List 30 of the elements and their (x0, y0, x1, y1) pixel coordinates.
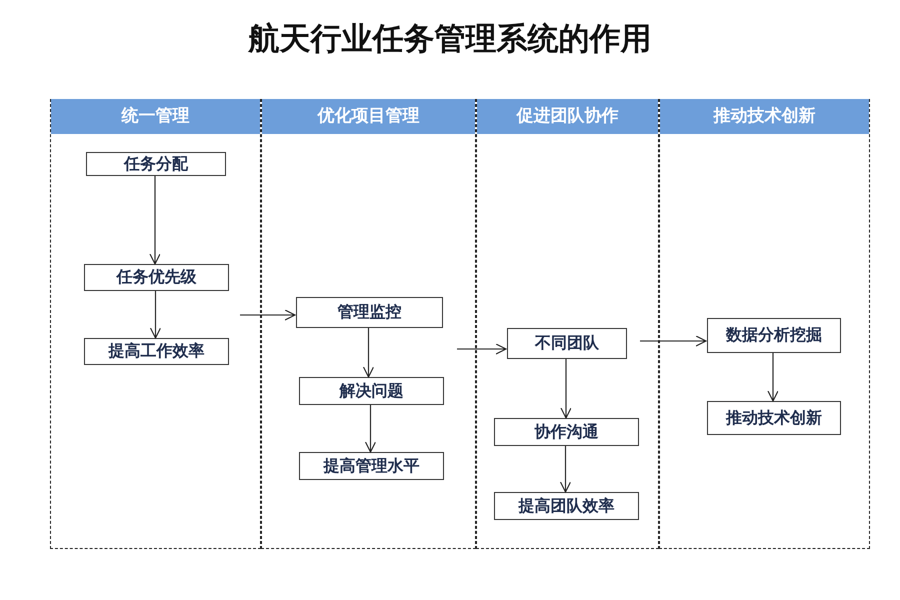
column-header: 促进团队协作 (477, 99, 658, 134)
process-box: 协作沟通 (494, 418, 639, 446)
arrow (560, 446, 572, 493)
arrow (457, 343, 507, 355)
arrow (150, 291, 162, 339)
arrow (364, 405, 376, 453)
arrow (767, 353, 779, 402)
column-panel (659, 99, 870, 549)
column-panel (476, 99, 659, 549)
column-panel (261, 99, 476, 549)
process-box: 提高团队效率 (494, 492, 639, 520)
column-header: 推动技术创新 (660, 99, 869, 134)
process-box: 推动技术创新 (707, 401, 841, 435)
process-box: 不同团队 (507, 328, 627, 359)
arrow (149, 176, 161, 265)
process-box: 解决问题 (299, 377, 444, 405)
arrow (362, 328, 374, 378)
process-box: 提高管理水平 (299, 452, 444, 480)
arrow (640, 335, 707, 347)
process-box: 任务优先级 (84, 264, 229, 291)
process-box: 数据分析挖掘 (707, 318, 841, 353)
arrow (560, 359, 572, 419)
title: 航天行业任务管理系统的作用 (247, 20, 652, 59)
process-box: 管理监控 (296, 297, 443, 328)
column-header: 统一管理 (51, 99, 260, 134)
arrow (240, 309, 296, 321)
process-box: 任务分配 (86, 152, 226, 176)
column-header: 优化项目管理 (262, 99, 475, 134)
column-panel (50, 99, 261, 549)
process-box: 提高工作效率 (84, 338, 229, 365)
